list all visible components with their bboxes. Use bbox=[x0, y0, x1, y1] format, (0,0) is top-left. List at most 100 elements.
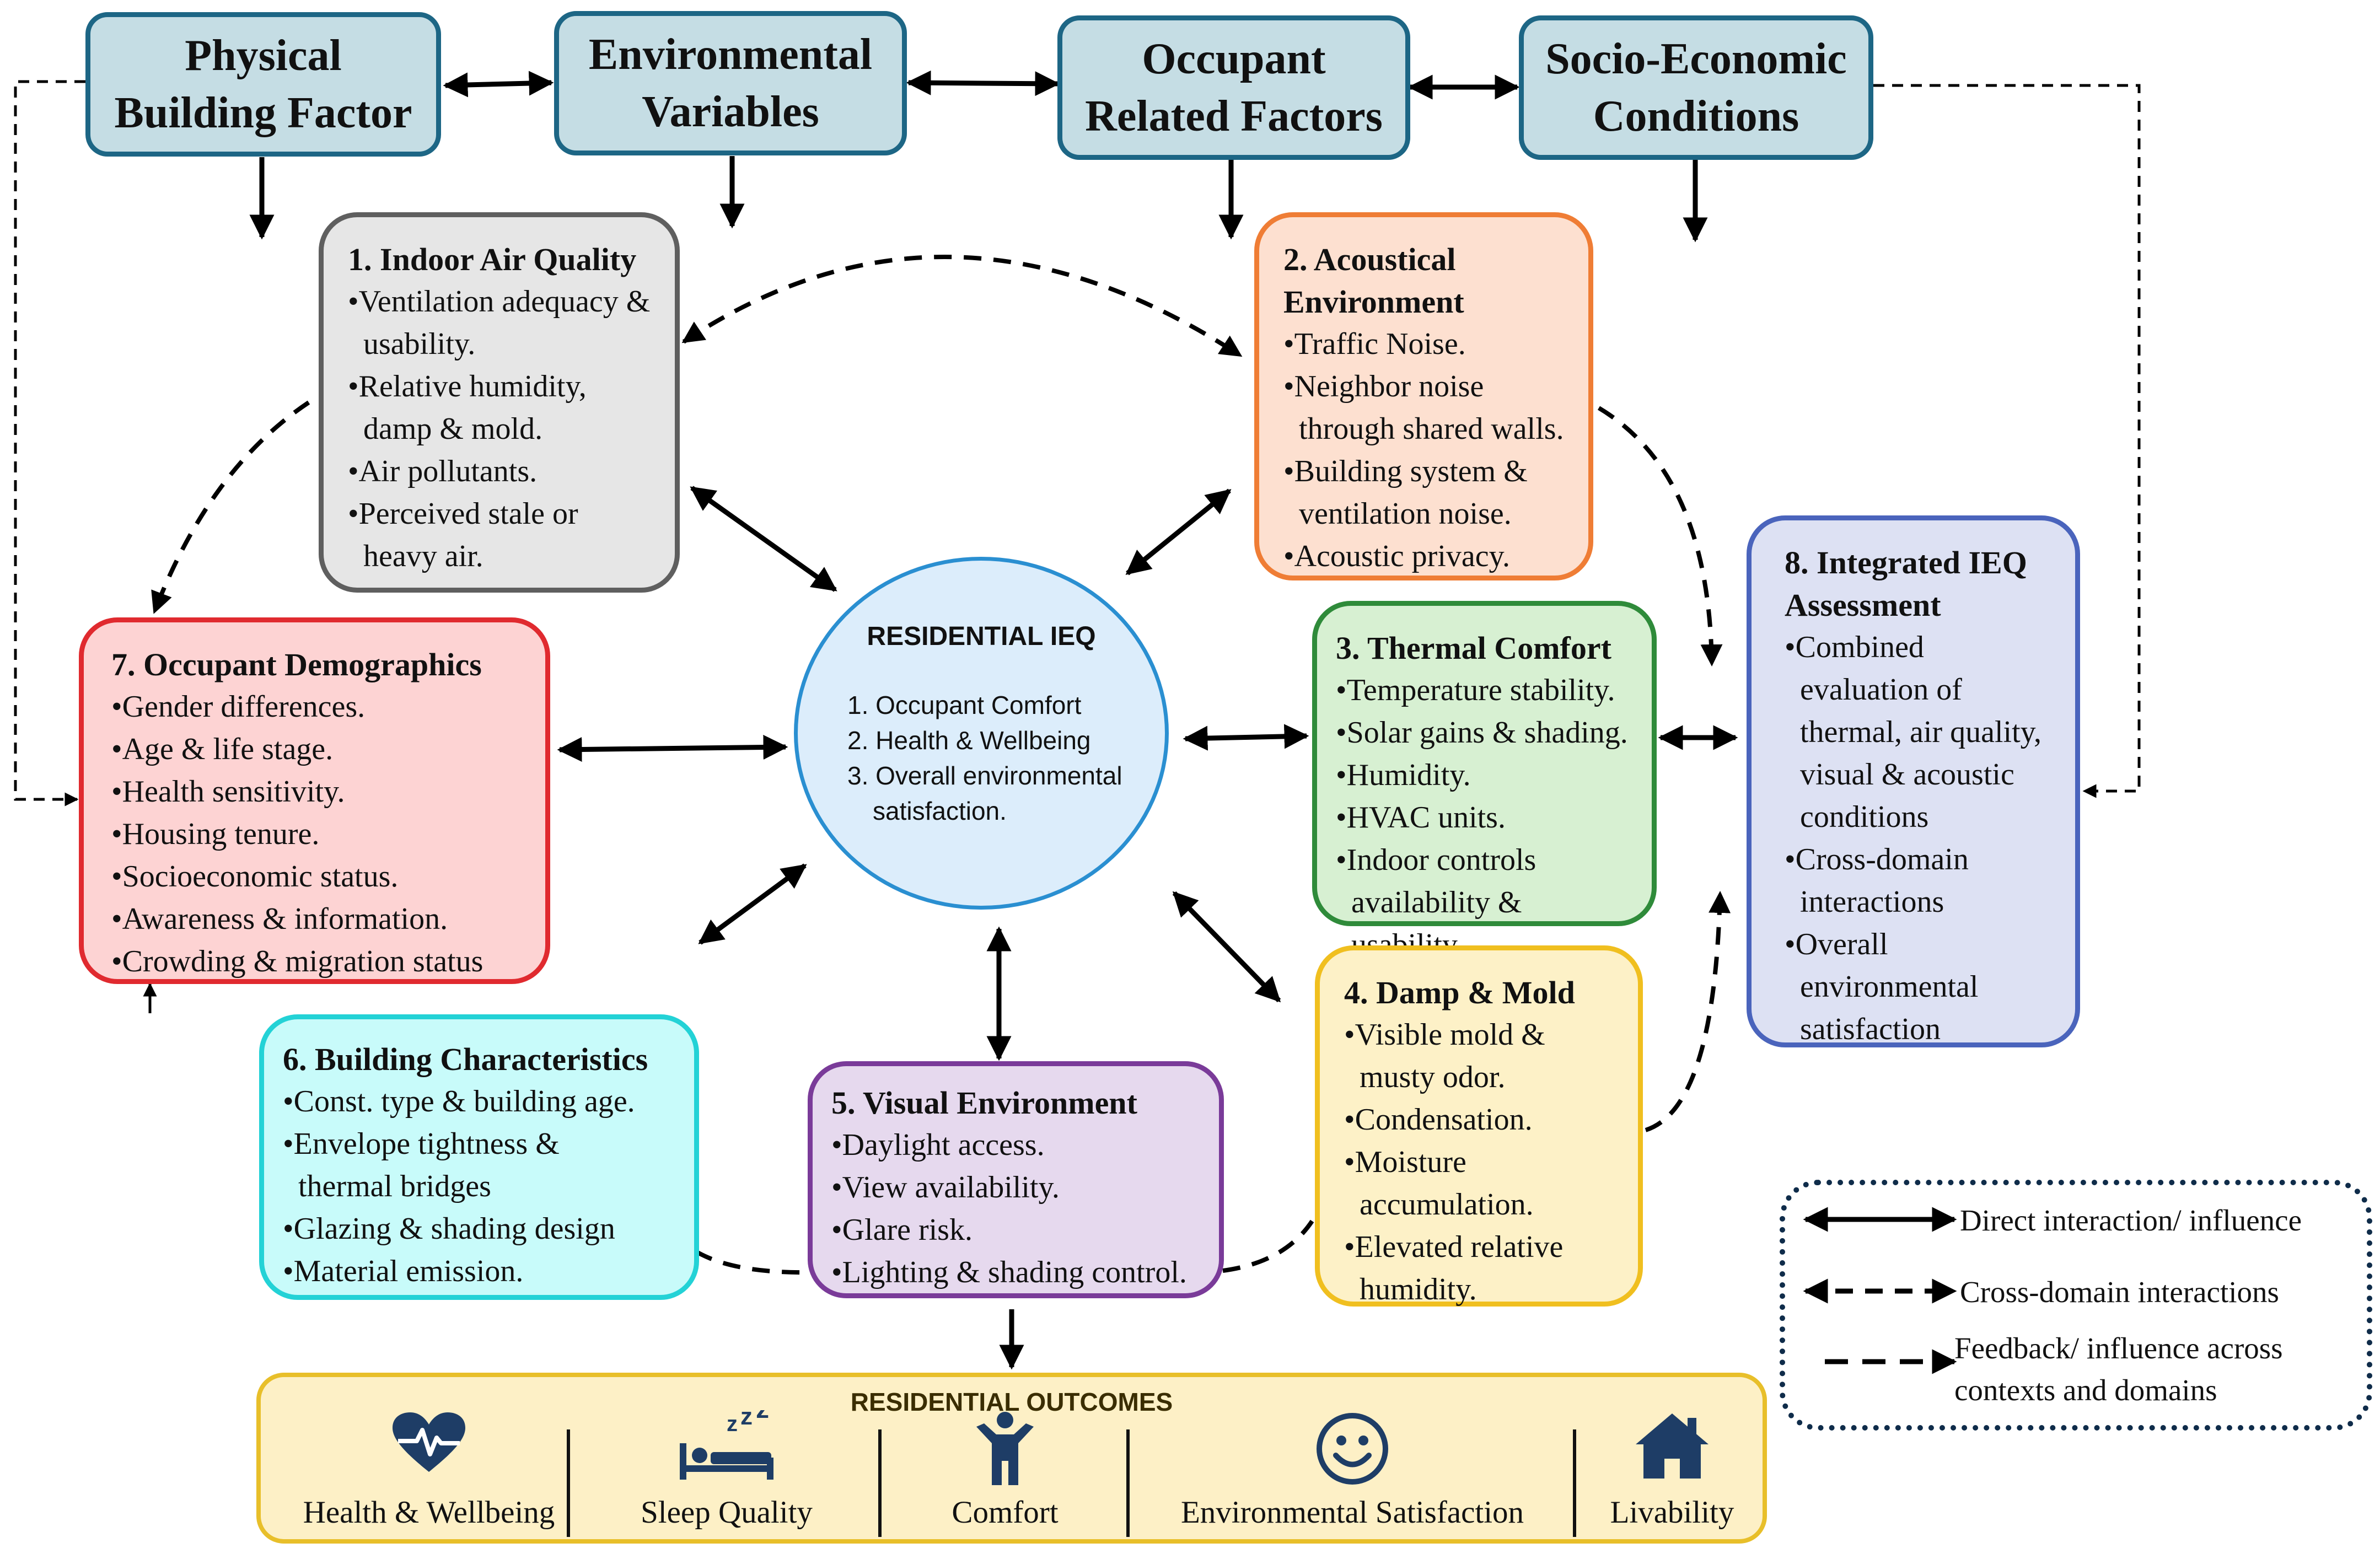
legend-feedback-label: Feedback/ influence across contexts and … bbox=[1954, 1331, 2283, 1407]
arrow-physical-environmental bbox=[443, 71, 554, 98]
domain-title: 7. Occupant Demographics bbox=[111, 647, 482, 682]
factor-physical-building: Physical Building Factor bbox=[85, 12, 441, 157]
domain-bullets: Daylight access. View availability. Glar… bbox=[831, 1124, 1205, 1294]
bullet: Envelope tightness & thermal bridges bbox=[283, 1123, 680, 1208]
outcome-environmental-satisfaction: Environmental Satisfaction bbox=[1132, 1410, 1573, 1542]
domain-title: 6. Building Characteristics bbox=[283, 1041, 648, 1077]
residential-ieq-center: RESIDENTIAL IEQ 1. Occupant Comfort 2. H… bbox=[794, 557, 1169, 910]
arrow-environmental-occupant bbox=[906, 70, 1060, 96]
svg-text:z: z bbox=[727, 1412, 738, 1436]
bullet: Elevated relative humidity. bbox=[1344, 1226, 1624, 1311]
person-icon bbox=[976, 1412, 1034, 1485]
bullet: View availability. bbox=[831, 1166, 1205, 1209]
bullet: Gender differences. bbox=[111, 686, 531, 728]
dashed-iaq-acoustic bbox=[681, 255, 1243, 358]
outcome-label: Health & Wellbeing bbox=[303, 1495, 555, 1530]
bullet: Temperature stability. bbox=[1336, 669, 1637, 712]
domain-title: 1. Indoor Air Quality bbox=[348, 241, 637, 277]
outcome-divider bbox=[1126, 1429, 1130, 1537]
outcome-label: Livability bbox=[1610, 1495, 1734, 1530]
arrow-demographics-center bbox=[557, 734, 788, 762]
bed-sleep-icon: z z z bbox=[680, 1410, 773, 1480]
center-item: 1. Occupant Comfort bbox=[847, 691, 1082, 719]
domain-occupant-demographics: 7. Occupant Demographics Gender differen… bbox=[79, 617, 550, 984]
outcome-comfort: Comfort bbox=[884, 1410, 1126, 1542]
bullet: Acoustic privacy. bbox=[1283, 535, 1574, 578]
factor-label: Environmental Variables bbox=[588, 30, 873, 136]
outcomes-title: RESIDENTIAL OUTCOMES bbox=[850, 1388, 1173, 1416]
domain-bullets: Combined evaluation of thermal, air qual… bbox=[1785, 626, 2061, 1051]
arrow-center-building bbox=[698, 863, 807, 945]
bullet: Traffic Noise. bbox=[1283, 323, 1574, 365]
bullet: Combined evaluation of thermal, air qual… bbox=[1785, 626, 2061, 838]
bullet: Air pollutants. bbox=[348, 450, 660, 493]
domain-bullets: Visible mold & musty odor. Condensation.… bbox=[1344, 1014, 1624, 1311]
domain-bullets: Traffic Noise. Neighbor noise through sh… bbox=[1283, 323, 1574, 578]
factor-label: Occupant Related Factors bbox=[1085, 35, 1383, 141]
bullet: Humidity. bbox=[1336, 754, 1637, 797]
svg-text:z: z bbox=[756, 1410, 769, 1424]
dashed-iaq-demographics bbox=[151, 400, 310, 614]
bullet: Overall environmental satisfaction bbox=[1785, 923, 2061, 1051]
bullet: Const. type & building age. bbox=[283, 1080, 680, 1123]
bullet: Awareness & information. bbox=[111, 898, 531, 940]
factor-label: Physical Building Factor bbox=[114, 31, 412, 137]
domain-integrated-ieq-assessment: 8. Integrated IEQ Assessment Combined ev… bbox=[1747, 515, 2080, 1047]
bullet: Neighbor noise through shared walls. bbox=[1283, 365, 1574, 450]
outcome-livability: Livability bbox=[1578, 1410, 1766, 1542]
domain-bullets: Temperature stability. Solar gains & sha… bbox=[1336, 669, 1637, 966]
dashed-visual-damp bbox=[1222, 1219, 1314, 1273]
center-list: 1. Occupant Comfort 2. Health & Wellbein… bbox=[847, 687, 1122, 829]
bullet: Visible mold & musty odor. bbox=[1344, 1014, 1624, 1099]
legend bbox=[1780, 1180, 2372, 1431]
domain-bullets: Ventilation adequacy & usability. Relati… bbox=[348, 281, 660, 578]
domain-indoor-air-quality: 1. Indoor Air Quality Ventilation adequa… bbox=[319, 212, 680, 593]
bullet: Material emission. bbox=[283, 1250, 680, 1293]
outcome-label: Comfort bbox=[952, 1495, 1059, 1530]
arrow-acoustic-center bbox=[1125, 488, 1232, 576]
bullet: Condensation. bbox=[1344, 1099, 1624, 1141]
bullet: Ventilation adequacy & usability. bbox=[348, 281, 660, 365]
arrow-iaq-center bbox=[690, 486, 837, 592]
outcome-divider bbox=[878, 1429, 882, 1537]
house-icon bbox=[1636, 1413, 1709, 1479]
domain-title: 8. Integrated IEQ Assessment bbox=[1785, 545, 2027, 623]
center-item: 2. Health & Wellbeing bbox=[847, 726, 1091, 755]
factor-socio-economic: Socio-Economic Conditions bbox=[1519, 15, 1873, 160]
bullet: Glare risk. bbox=[831, 1209, 1205, 1251]
feedback-right bbox=[1873, 84, 2141, 798]
bullet: Building system & ventilation noise. bbox=[1283, 450, 1574, 535]
dashed-building-visual bbox=[694, 1249, 811, 1275]
outcome-label: Environmental Satisfaction bbox=[1180, 1495, 1524, 1530]
domain-title: 5. Visual Environment bbox=[831, 1085, 1137, 1121]
bullet: Relative humidity, damp & mold. bbox=[348, 365, 660, 450]
outcome-divider bbox=[567, 1429, 570, 1537]
bullet: Cross-domain interactions bbox=[1785, 838, 2061, 923]
domain-acoustical-environment: 2. Acoustical Environment Traffic Noise.… bbox=[1254, 212, 1593, 580]
bullet: Solar gains & shading. bbox=[1336, 712, 1637, 754]
bullet: Crowding & migration status bbox=[111, 940, 531, 983]
svg-text:z: z bbox=[740, 1410, 753, 1430]
arrow-thermal-center bbox=[1183, 724, 1309, 751]
outcome-health-wellbeing: Health & Wellbeing bbox=[272, 1410, 586, 1542]
center-item: 3. Overall environmental satisfaction. bbox=[847, 761, 1122, 825]
domain-title: 4. Damp & Mold bbox=[1344, 975, 1575, 1010]
dashed-acoustic-thermal bbox=[1597, 406, 1723, 666]
factor-occupant-related: Occupant Related Factors bbox=[1057, 15, 1410, 160]
domain-title: 2. Acoustical Environment bbox=[1283, 241, 1464, 320]
domain-damp-mold: 4. Damp & Mold Visible mold & musty odor… bbox=[1315, 945, 1643, 1307]
factor-label: Socio-Economic Conditions bbox=[1545, 35, 1847, 141]
domain-title: 3. Thermal Comfort bbox=[1336, 630, 1611, 666]
bullet: Health sensitivity. bbox=[111, 771, 531, 813]
bullet: Age & life stage. bbox=[111, 728, 531, 771]
smiley-icon bbox=[1317, 1413, 1388, 1485]
domain-bullets: Gender differences. Age & life stage. He… bbox=[111, 686, 531, 983]
domain-bullets: Const. type & building age. Envelope tig… bbox=[283, 1080, 680, 1293]
domain-visual-environment: 5. Visual Environment Daylight access. V… bbox=[808, 1061, 1224, 1298]
bullet: Lighting & shading control. bbox=[831, 1251, 1205, 1294]
bullet: HVAC units. bbox=[1336, 797, 1637, 839]
arrow-center-damp bbox=[1172, 891, 1281, 1003]
dashed-damp-integrated bbox=[1645, 891, 1731, 1132]
outcome-divider bbox=[1573, 1429, 1576, 1537]
